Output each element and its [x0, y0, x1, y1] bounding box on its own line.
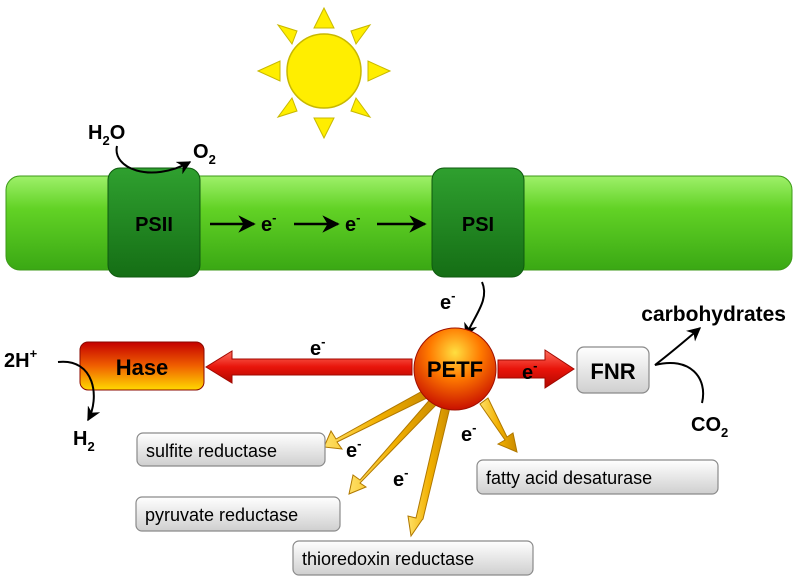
- gold-arrows: [323, 388, 518, 538]
- petf-to-hase-arrow: [205, 350, 413, 384]
- arrow-to-sulfite-reductase: [323, 388, 432, 450]
- electron-label-1: e-: [261, 210, 276, 236]
- psi-label: PSI: [462, 214, 494, 236]
- acceptor-sulfite-reductase: sulfite reductase: [136, 432, 326, 467]
- acceptor-label: fatty acid desaturase: [486, 468, 652, 488]
- arrow-to-thioredoxin-reductase: [407, 400, 452, 538]
- hase-node: Hase: [79, 341, 205, 391]
- o2-label: O2: [193, 141, 216, 167]
- acceptor-thioredoxin-reductase: thioredoxin reductase: [292, 540, 534, 576]
- electron-label-pyruvate: e-: [393, 465, 408, 491]
- fnr-label: FNR: [590, 359, 635, 384]
- psii-complex: PSII: [107, 167, 201, 278]
- acceptor-label: thioredoxin reductase: [302, 549, 474, 569]
- proton-reduction-arrow: [57, 360, 101, 422]
- h2o-label: H2O: [88, 122, 125, 148]
- psi-complex: PSI: [431, 167, 525, 278]
- hase-label: Hase: [116, 355, 169, 380]
- arrow-to-pyruvate-reductase: [348, 395, 441, 495]
- petf-node: PETF: [413, 327, 497, 411]
- psii-label: PSII: [135, 214, 173, 236]
- petf-to-fnr-arrow: [497, 349, 575, 389]
- acceptor-fatty-acid-desaturase: fatty acid desaturase: [476, 459, 719, 495]
- electron-label-fnr: e-: [522, 358, 537, 384]
- water-split-arrow: [115, 145, 192, 175]
- electron-label-desaturase: e-: [461, 420, 476, 446]
- acceptor-label: sulfite reductase: [146, 441, 277, 461]
- co2-fixation-arrow: [654, 327, 705, 404]
- electron-label-sulfite: e-: [346, 436, 361, 462]
- proton-label: 2H+: [4, 346, 38, 372]
- electron-label-psi-petf: e-: [440, 288, 455, 314]
- fnr-node: FNR: [576, 346, 650, 394]
- h2-label: H2: [73, 428, 95, 454]
- co2-label: CO2: [691, 414, 728, 440]
- acceptor-pyruvate-reductase: pyruvate reductase: [135, 496, 341, 532]
- electron-label-2: e-: [345, 210, 360, 236]
- sun-icon: [256, 6, 392, 140]
- acceptor-label: pyruvate reductase: [145, 505, 298, 525]
- petf-label: PETF: [427, 357, 483, 382]
- arrow-to-fatty-acid-desaturase: [479, 397, 518, 453]
- electron-label-hase: e-: [310, 334, 325, 360]
- psi-to-petf-arrow: [464, 281, 485, 338]
- carbohydrates-label: carbohydrates: [641, 303, 786, 326]
